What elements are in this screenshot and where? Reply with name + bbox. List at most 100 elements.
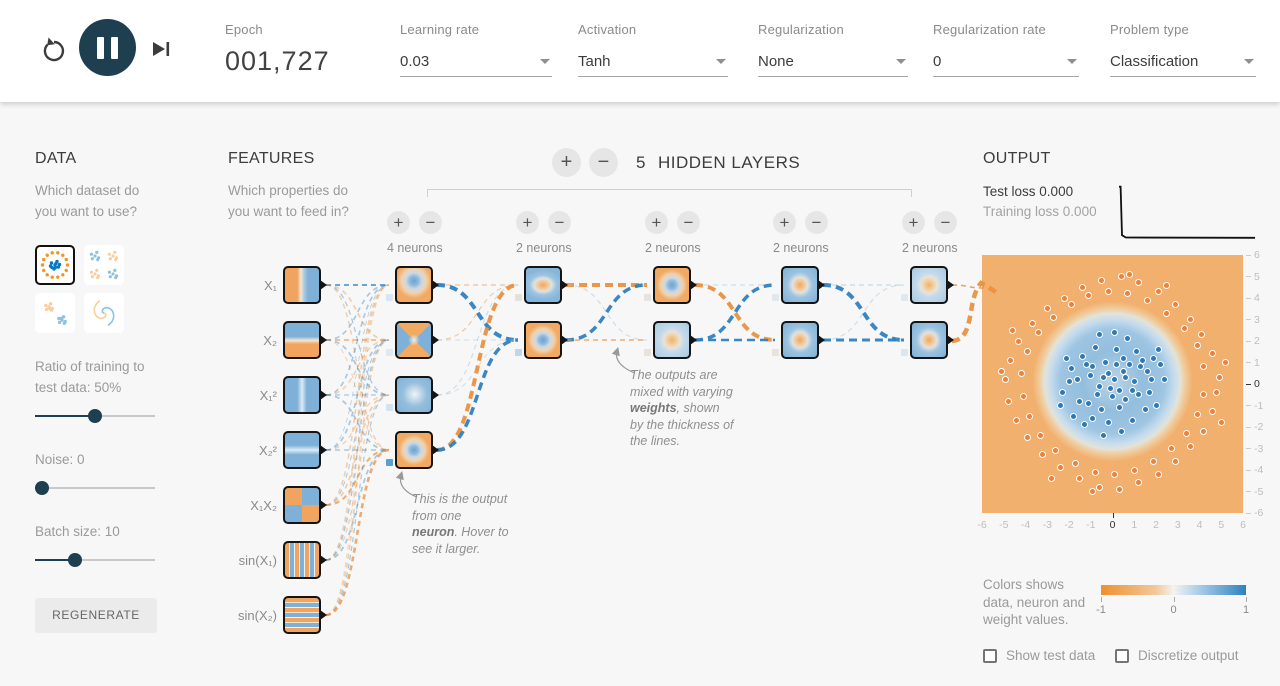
hidden-neuron-l5n1[interactable] [901,266,954,304]
dataset-thumb-gaussian[interactable] [35,292,75,333]
add-neuron-button[interactable]: + [387,211,410,234]
data-point-class-orange [1006,356,1014,364]
checkbox-icon[interactable] [983,648,997,663]
feature-node-5[interactable] [283,486,327,524]
y-axis-tick: 0 [1246,378,1260,390]
slider-thumb[interactable] [35,480,49,495]
data-point-class-blue [1143,367,1151,375]
chevron-down-icon [1067,59,1077,64]
dataset-thumb-circle[interactable] [35,244,75,285]
dataset-thumb-spiral[interactable] [84,292,124,333]
feature-node-2[interactable] [283,321,327,359]
y-axis-tick: 6 [1246,249,1260,261]
hidden-neuron-l3n1[interactable] [644,266,697,304]
decision-region [982,255,1243,513]
data-point-class-blue [1100,432,1108,440]
regularization-rate-dropdown: Regularization rate 0 [933,22,1079,77]
hidden-neuron-l2n1[interactable] [515,266,568,304]
remove-neuron-button[interactable]: − [419,211,442,234]
add-neuron-button[interactable]: + [902,211,925,234]
output-port-icon [818,280,825,290]
hidden-neuron-l1n1[interactable] [386,266,439,304]
x-axis-tick: 2 [1153,519,1159,531]
bias-square [386,459,393,466]
remove-neuron-button[interactable]: − [677,211,700,234]
data-point-class-blue [1139,356,1147,364]
slider-thumb[interactable] [88,408,102,423]
epoch-display: Epoch 001,727 [225,22,330,77]
add-neuron-button[interactable]: + [516,211,539,234]
data-point-class-orange [1200,427,1208,435]
add-neuron-button[interactable]: + [773,211,796,234]
hidden-neuron-l2n2[interactable] [515,321,568,359]
scale-tick-label: 1 [1242,604,1250,616]
hidden-neuron-l1n2[interactable] [386,321,439,359]
hidden-neuron-l4n1[interactable] [772,266,825,304]
data-point-class-blue [1113,361,1121,369]
data-point-class-blue [1089,414,1097,422]
regenerate-button[interactable]: REGENERATE [35,597,157,633]
remove-neuron-button[interactable]: − [805,211,828,234]
discretize-output-checkbox[interactable]: Discretize output [1115,648,1239,663]
output-port-icon [432,390,439,400]
feature-node-3[interactable] [283,376,327,414]
tick-mark [1246,362,1251,363]
slider-thumb[interactable] [67,552,82,567]
dataset-thumb-xor[interactable] [84,244,124,285]
hidden-neuron-l4n2[interactable] [772,321,825,359]
feature-node-7[interactable] [283,596,327,634]
x-axis-tick: -2 [1064,519,1074,531]
output-port-icon [690,280,697,290]
learning-rate-select[interactable]: 0.03 [400,53,552,77]
show-test-data-checkbox[interactable]: Show test data [983,648,1095,663]
layers-bracket [427,189,912,197]
data-point-class-orange [1043,305,1051,313]
neuron-count-label: 4 neurons [387,241,443,255]
data-point-class-orange [1061,294,1069,302]
hidden-neuron-l5n2[interactable] [901,321,954,359]
data-point-class-orange [1117,273,1125,280]
add-neuron-button[interactable]: + [645,211,668,234]
regularization-select[interactable]: None [758,53,908,77]
data-point-class-blue [1104,369,1112,377]
output-port-icon [320,445,327,455]
output-title: OUTPUT [983,150,1051,167]
activation-select[interactable]: Tanh [578,53,728,77]
play-pause-button[interactable] [79,19,136,76]
remove-layer-button[interactable]: − [589,148,618,177]
x-axis-tick: 5 [1218,519,1225,531]
feature-node-6[interactable] [283,541,327,579]
data-point-class-orange [1089,488,1097,495]
feature-label: X₁X₂ [250,497,277,513]
remove-neuron-button[interactable]: − [934,211,957,234]
training-loss: Training loss 0.000 [983,203,1097,219]
batch-size-control: Batch size: 10 [35,522,165,568]
batch-size-slider[interactable] [35,552,155,568]
add-layer-button[interactable]: + [552,148,581,177]
data-point-class-orange [1104,288,1112,296]
feature-node-4[interactable] [283,431,327,469]
hidden-neuron-l1n3[interactable] [386,376,439,414]
noise-slider[interactable] [35,480,155,496]
problem-type-select[interactable]: Classification [1110,53,1256,77]
hidden-neuron-l3n2[interactable] [644,321,697,359]
data-point-class-orange [1222,359,1230,366]
hidden-neuron-l1n4[interactable] [386,431,439,469]
reset-button[interactable] [41,35,67,65]
train-ratio-slider[interactable] [35,408,155,424]
step-forward-button[interactable] [150,40,172,58]
data-point-class-orange [1002,376,1010,384]
remove-neuron-button[interactable]: − [548,211,571,234]
feature-node-1[interactable] [283,266,327,304]
data-point-class-orange [1017,369,1025,377]
regularization-rate-select[interactable]: 0 [933,53,1079,77]
checkbox-icon[interactable] [1115,648,1129,663]
data-point-class-blue [1126,361,1134,369]
data-point-class-orange [1193,410,1201,418]
data-point-class-blue [1128,386,1136,394]
data-point-class-orange [1200,363,1208,371]
data-point-class-orange [1150,457,1158,465]
data-point-class-orange [1098,277,1106,285]
annotation-1: This is the output from one neuron. Hove… [412,492,509,556]
